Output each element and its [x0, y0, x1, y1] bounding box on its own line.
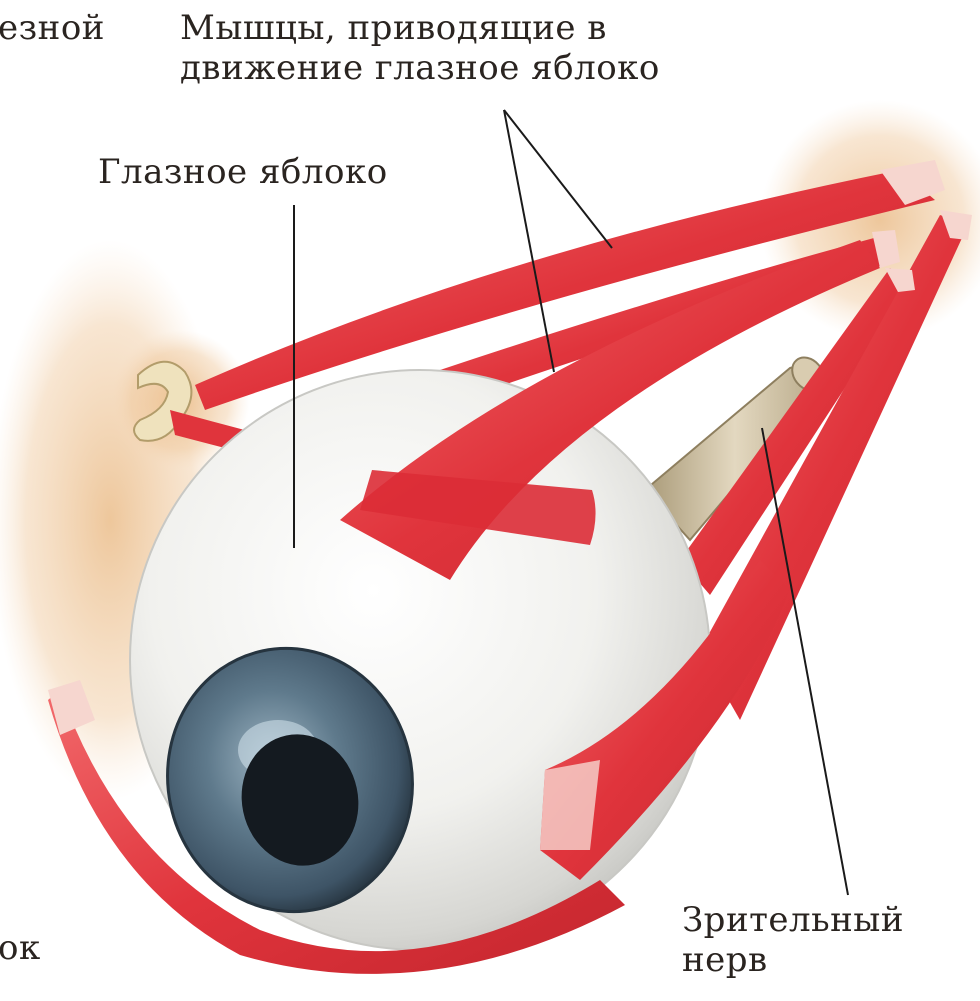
label-fragment-top: езной: [0, 8, 105, 48]
muscle-pointer-line-2: [504, 110, 554, 372]
eyeball-label-text: Глазное яблоко: [98, 152, 388, 192]
muscles-label-line-2: движение глазное яблоко: [180, 48, 660, 88]
muscle-pointer-line-1: [504, 110, 612, 248]
label-muscles: Мышцы, приводящие в движение глазное ябл…: [180, 8, 660, 88]
label-eyeball: Глазное яблоко: [98, 152, 388, 192]
label-fragment-bottom: ок: [0, 928, 41, 968]
nerve-label-line-1: Зрительный: [682, 900, 904, 940]
nerve-label-line-2: нерв: [682, 940, 904, 980]
fragment-bottom-text: ок: [0, 928, 41, 968]
fragment-top-text: езной: [0, 8, 105, 48]
muscles-label-line-1: Мышцы, приводящие в: [180, 8, 660, 48]
label-optic-nerve: Зрительный нерв: [682, 900, 904, 980]
